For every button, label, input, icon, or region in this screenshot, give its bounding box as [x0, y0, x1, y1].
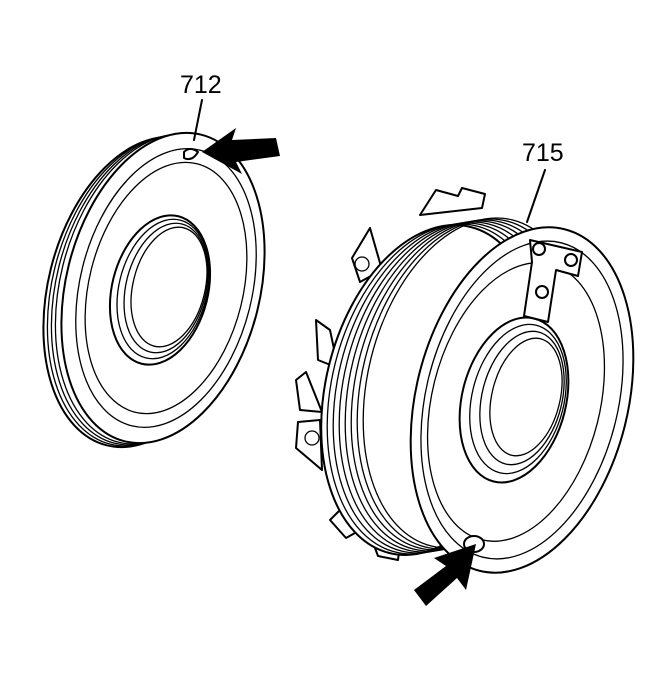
- arrow-pointer-icon: [414, 544, 476, 606]
- arrow-pointer-icon: [202, 128, 280, 174]
- callout-712: 712: [180, 71, 222, 99]
- housing-715: [295, 187, 635, 574]
- seal-ring-712: [42, 131, 266, 449]
- leader-line-715: [526, 169, 546, 223]
- callout-715: 715: [522, 139, 564, 167]
- leader-line-712: [193, 99, 203, 141]
